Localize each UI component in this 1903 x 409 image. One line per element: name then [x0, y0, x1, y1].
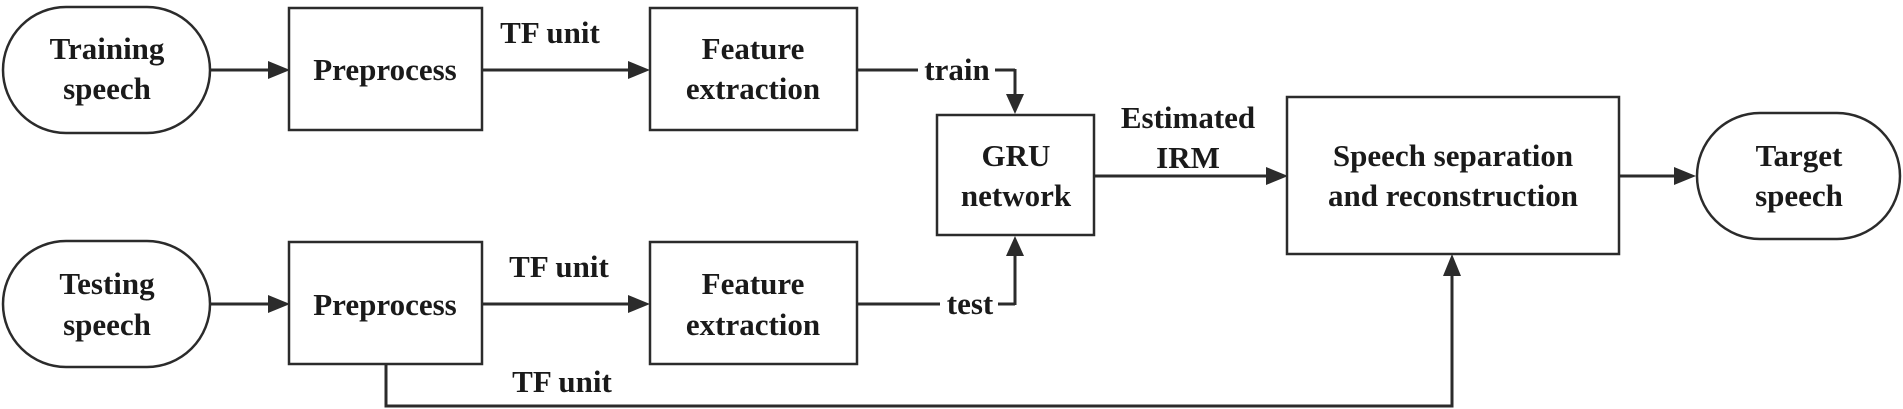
edge-label-tf-unit-mid: TF unit: [509, 249, 609, 284]
arrowhead-icon: [1006, 94, 1024, 114]
separation-line1: Speech separation: [1333, 138, 1573, 173]
edge-label-irm: IRM: [1156, 140, 1220, 175]
arrowhead-icon: [1674, 167, 1696, 185]
node-gru-network: GRU network: [935, 113, 1096, 237]
node-target-speech: Target speech: [1695, 111, 1902, 241]
feature-train-line2: extraction: [686, 71, 820, 106]
edge-label-estimated: Estimated: [1121, 100, 1255, 135]
connectors: [210, 61, 1696, 408]
gru-line2: network: [961, 178, 1072, 213]
arrowhead-icon: [1443, 254, 1461, 276]
edge-label-test: test: [947, 286, 994, 321]
arrowhead-icon: [268, 295, 290, 313]
training-speech-line2: speech: [63, 71, 151, 106]
arrowhead-icon: [628, 295, 650, 313]
edge-label-tf-unit-top: TF unit: [500, 15, 600, 50]
gru-line1: GRU: [982, 138, 1051, 173]
target-speech-line2: speech: [1755, 178, 1843, 213]
preprocess-train-label: Preprocess: [313, 52, 456, 87]
edge-label-tf-unit-bottom: TF unit: [512, 364, 612, 399]
node-testing-speech: Testing speech: [1, 239, 212, 369]
feature-test-line1: Feature: [702, 266, 805, 301]
target-speech-line1: Target: [1756, 138, 1843, 173]
arrowhead-icon: [628, 61, 650, 79]
arrowhead-icon: [1006, 236, 1024, 256]
arrowhead-icon: [1266, 167, 1288, 185]
testing-speech-line1: Testing: [59, 266, 155, 301]
node-preprocess-train: Preprocess: [287, 6, 484, 132]
node-speech-separation: Speech separation and reconstruction: [1285, 95, 1621, 256]
node-feature-extraction-test: Feature extraction: [648, 240, 859, 366]
feature-test-line2: extraction: [686, 307, 820, 342]
training-speech-line1: Training: [50, 31, 165, 66]
arrow-preprocess-to-separation: [384, 274, 1454, 408]
node-feature-extraction-train: Feature extraction: [648, 6, 859, 132]
preprocess-test-label: Preprocess: [313, 287, 456, 322]
node-preprocess-test: Preprocess: [287, 240, 484, 366]
testing-speech-line2: speech: [63, 307, 151, 342]
feature-train-line1: Feature: [702, 31, 805, 66]
separation-line2: and reconstruction: [1328, 178, 1578, 213]
node-training-speech: Training speech: [1, 5, 212, 135]
edge-label-train: train: [924, 52, 989, 87]
arrowhead-icon: [268, 61, 290, 79]
